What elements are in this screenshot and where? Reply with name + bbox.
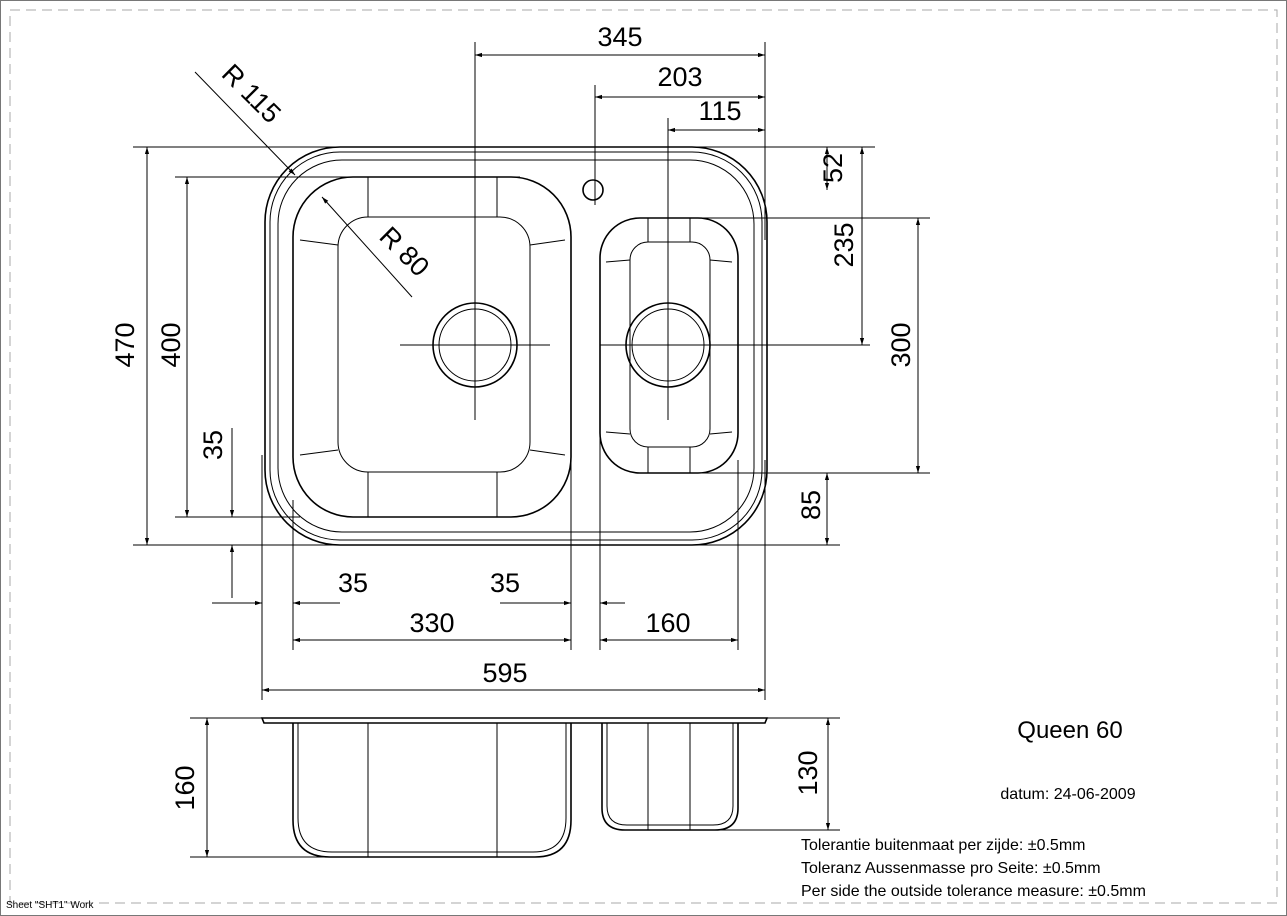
- dim-160-top: 160: [645, 608, 690, 638]
- tap-hole: [582, 179, 604, 201]
- dim-130-side: 130: [793, 750, 823, 795]
- dim-160-side: 160: [170, 765, 200, 810]
- dim-203: 203: [657, 62, 702, 92]
- dim-345: 345: [597, 22, 642, 52]
- dim-595: 595: [482, 658, 527, 688]
- sink-top-view: [264, 146, 870, 546]
- left-bowl: [292, 176, 572, 518]
- dim-35-bottom-right: 35: [490, 568, 520, 598]
- dim-115: 115: [698, 96, 741, 126]
- dim-35-left: 35: [198, 430, 228, 460]
- tolerance-de: Toleranz Aussenmasse pro Seite: ±0.5mm: [801, 860, 1101, 877]
- dim-35-bottom-left: 35: [338, 568, 368, 598]
- dim-235: 235: [829, 222, 859, 267]
- date-label: datum: 24-06-2009: [1000, 786, 1135, 803]
- dim-400: 400: [156, 322, 186, 367]
- tolerance-en: Per side the outside tolerance measure: …: [801, 883, 1146, 900]
- sheet-label: Sheet "SHT1" Work: [6, 900, 95, 911]
- dim-52: 52: [818, 153, 848, 183]
- sink-side-view: [190, 717, 840, 858]
- dim-330: 330: [409, 608, 454, 638]
- dim-r115: R 115: [216, 58, 287, 129]
- model-title: Queen 60: [1017, 717, 1122, 744]
- dimension-lines: [144, 52, 921, 857]
- drawing-frame: [9, 9, 1278, 904]
- dim-r80: R 80: [374, 221, 436, 283]
- dim-85: 85: [796, 490, 826, 520]
- tolerance-nl: Tolerantie buitenmaat per zijde: ±0.5mm: [801, 837, 1085, 854]
- dim-470: 470: [110, 322, 140, 367]
- dim-300: 300: [886, 322, 916, 367]
